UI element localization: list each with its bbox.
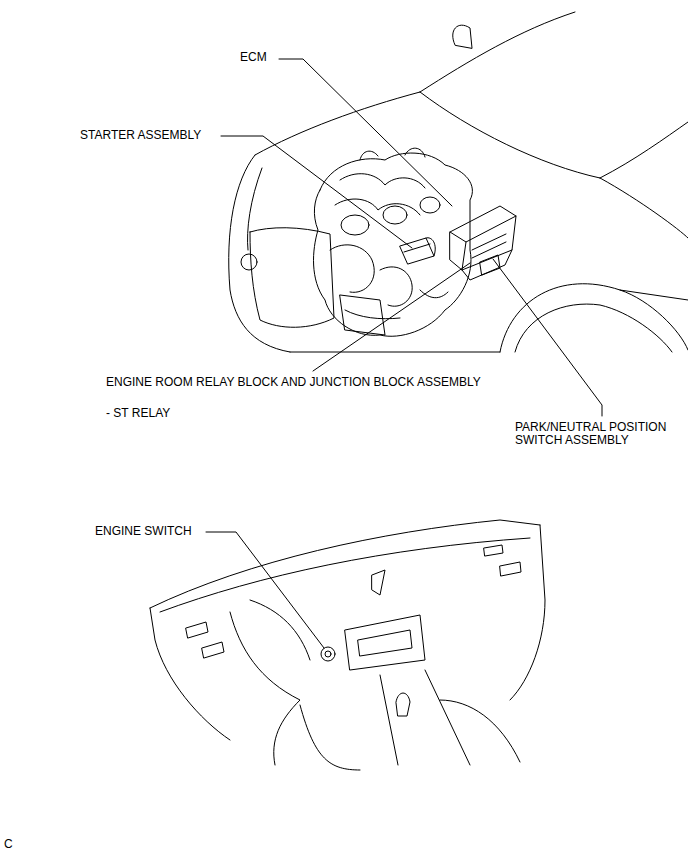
part-label: PARK/NEUTRAL POSITION SWITCH ASSEMBLY xyxy=(515,421,680,447)
instrument-panel xyxy=(150,520,545,770)
car-body xyxy=(229,12,688,352)
leader-lines xyxy=(206,59,602,648)
components xyxy=(400,206,516,280)
part-label: ENGINE ROOM RELAY BLOCK AND JUNCTION BLO… xyxy=(106,376,481,389)
part-label: ENGINE SWITCH xyxy=(95,525,192,538)
part-label: ECM xyxy=(240,51,267,64)
engine-assembly xyxy=(314,148,473,336)
part-label: STARTER ASSEMBLY xyxy=(80,129,201,142)
part-label: C xyxy=(4,838,13,851)
part-label: - ST RELAY xyxy=(106,407,170,420)
